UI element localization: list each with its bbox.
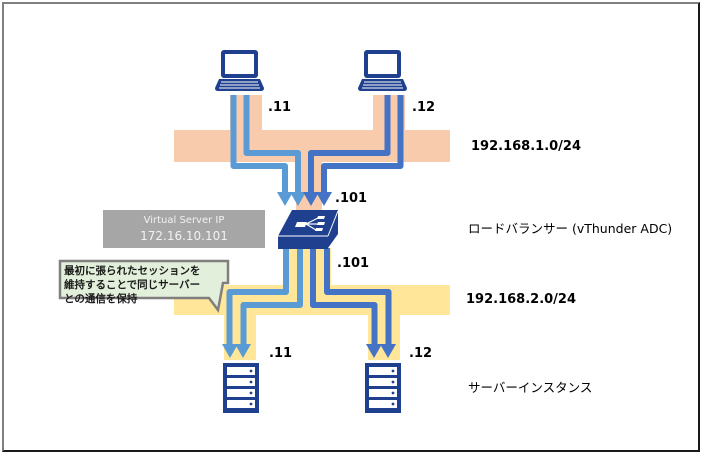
- server-network-label: 192.168.2.0/24: [466, 292, 576, 307]
- server-1-arrowhead-b: [235, 344, 251, 358]
- switch-icon: [278, 210, 339, 249]
- client-1-flow-outer: [0, 0, 233, 195]
- callout-text: 最初に張られたセッションを 維持することで同じサーバー との通信を保持: [64, 264, 224, 306]
- client-2-ip-label: .12: [412, 100, 435, 115]
- virtual-server-ip-box: Virtual Server IP 172.16.10.101: [103, 210, 265, 248]
- lb-lower-ip-label: .101: [337, 256, 369, 271]
- servers-label: サーバーインスタンス: [468, 380, 592, 395]
- load-balancer-label: ロードバランサー (vThunder ADC): [468, 221, 672, 236]
- server-1-ip-label: .11: [269, 346, 292, 361]
- virtual-server-title: Virtual Server IP: [143, 215, 225, 226]
- laptop-icon: [215, 50, 264, 91]
- server-1-arrowhead-a: [222, 344, 238, 358]
- server-2-ip-label: .12: [409, 346, 432, 361]
- server-2-arrowhead-a: [366, 344, 382, 358]
- lb-upper-ip-label: .101: [335, 191, 367, 206]
- client-2-arrowhead-b: [316, 192, 332, 206]
- callout-line: との通信を保持: [64, 293, 138, 305]
- server-1-flow-b: [240, 248, 303, 344]
- server-2-flow-b: [324, 248, 392, 344]
- server-rack-icon: [223, 363, 259, 413]
- lb-lower-link-backing: [283, 248, 331, 288]
- callout-line: 維持することで同じサーバー: [64, 279, 201, 291]
- client-network-label: 192.168.1.0/24: [471, 139, 581, 154]
- server-2-flow-a: [310, 248, 378, 344]
- virtual-server-ip: 172.16.10.101: [140, 229, 228, 243]
- client-2-flow-b: [321, 95, 404, 192]
- client-2-flow-a: [308, 95, 391, 192]
- client-1-flow-b: [243, 95, 301, 192]
- callout-bubble: [58, 259, 230, 314]
- client-2-arrowhead-a: [303, 192, 319, 206]
- client-1-ip-label: .11: [268, 100, 291, 115]
- server-2-arrowhead-b: [380, 344, 396, 358]
- server-1-flow-a: [226, 248, 289, 344]
- client-1-arrowhead-a: [277, 192, 293, 206]
- laptop-icon: [358, 50, 407, 91]
- server-rack-icon: [365, 363, 401, 413]
- client-1-arrowhead-b: [290, 192, 306, 206]
- client-1-flow-a: [230, 95, 288, 192]
- callout-line: 最初に張られたセッションを: [64, 265, 201, 277]
